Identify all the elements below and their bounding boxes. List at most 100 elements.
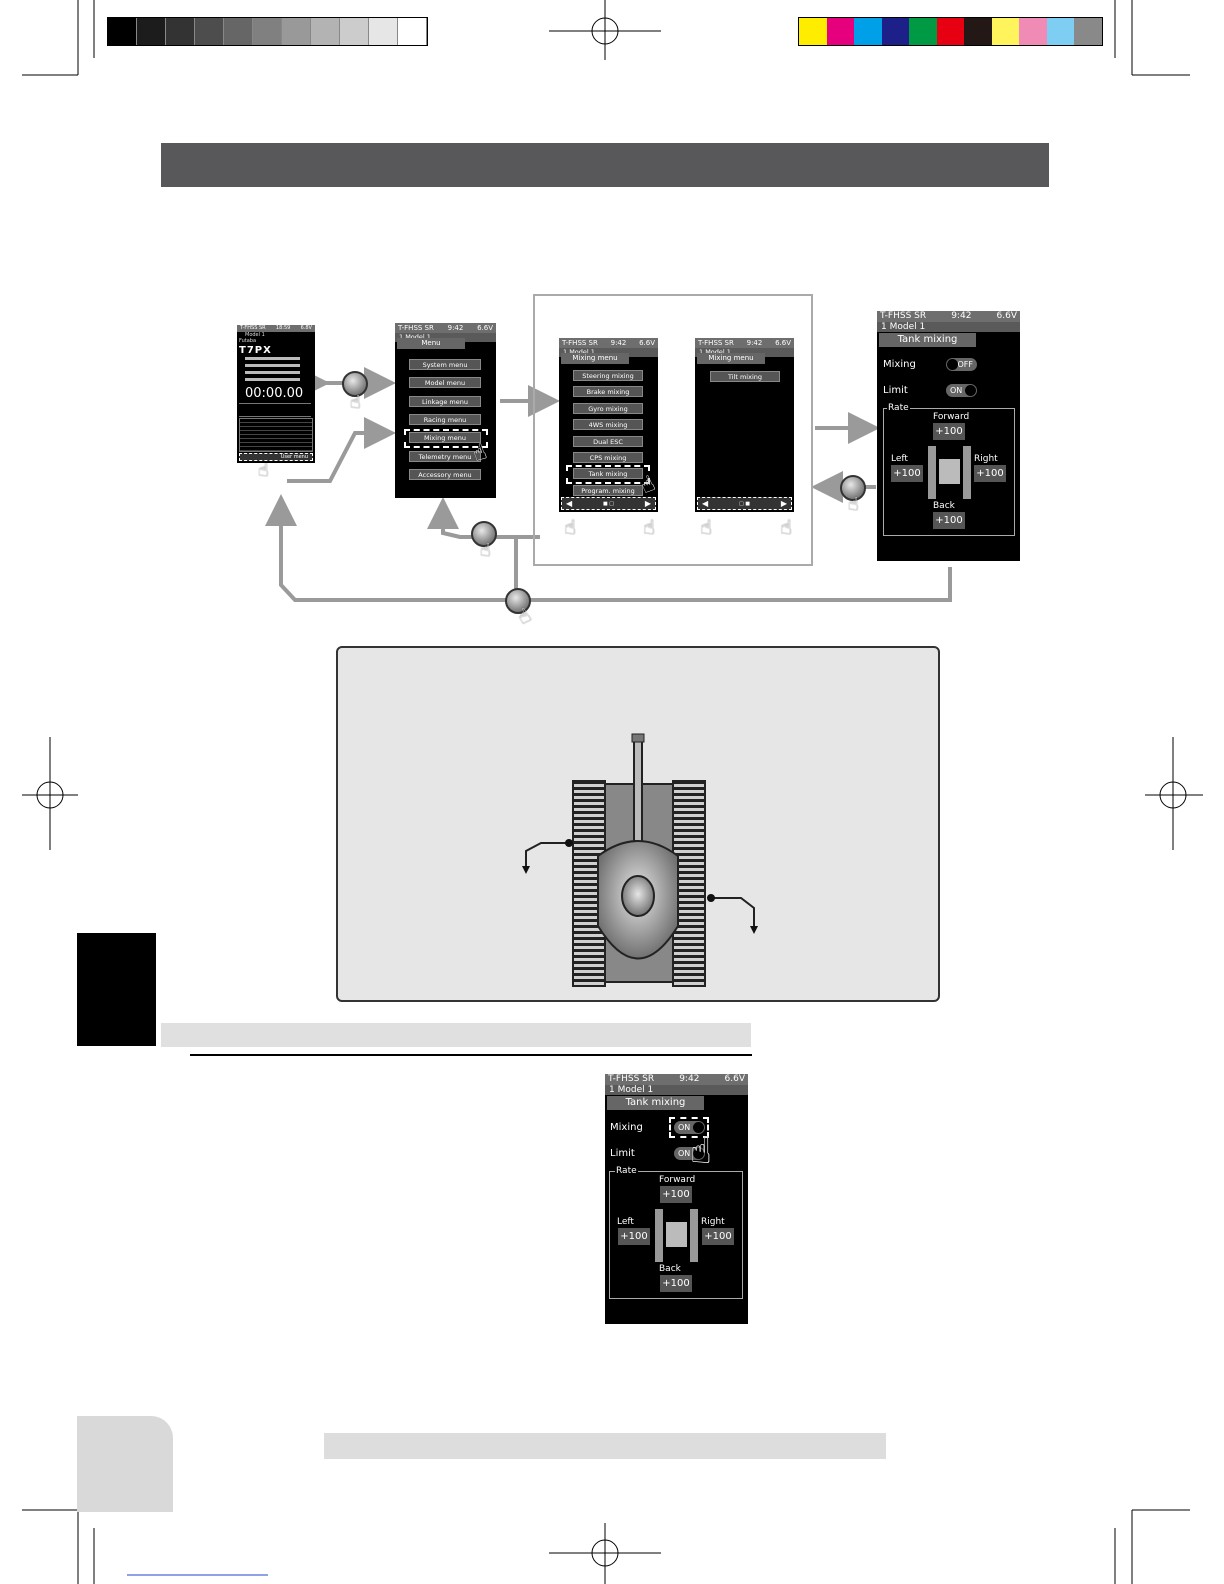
status-bar: T-FHSS SR 9:42 6.6V <box>695 338 794 348</box>
battery-text: 6.6V <box>775 339 791 347</box>
tank-mixing-screen-bottom: T-FHSS SR 9:42 6.6V 1 Model 1 Tank mixin… <box>605 1074 748 1324</box>
menu-item-gyro-mixing[interactable]: Gyro mixing <box>573 402 643 414</box>
screen-title: Tank mixing <box>607 1096 704 1110</box>
selection-highlight <box>566 465 650 484</box>
hand-pointer-icon: ☝ <box>480 540 491 560</box>
hand-pointer-icon: ☝ <box>690 1130 712 1171</box>
menu-item-system-menu[interactable]: System menu <box>409 359 481 370</box>
menu-item-accessory-menu[interactable]: Accessory menu <box>409 468 481 480</box>
limit-toggle-value: ON <box>678 1149 691 1158</box>
protocol-text: T-FHSS SR <box>880 311 927 321</box>
limit-toggle[interactable]: ON <box>946 384 977 397</box>
hand-pointer-icon: ☝ <box>258 460 269 480</box>
mixing-label: Mixing <box>883 359 916 370</box>
menu-item-model-menu[interactable]: Model menu <box>409 377 481 389</box>
limit-toggle[interactable]: ON <box>674 1147 705 1160</box>
menu-item-telemetry-menu[interactable]: Telemetry menu <box>409 450 481 462</box>
rate-group <box>609 1171 743 1299</box>
time-text: 9:42 <box>746 339 763 347</box>
status-bar: T-FHSS SR 9:42 6.6V <box>395 323 496 333</box>
color-calibration-strip <box>798 17 1103 46</box>
gray-swatch <box>137 18 166 45</box>
menu-title: Mixing menu <box>561 353 629 364</box>
rate-label: Rate <box>887 403 910 413</box>
color-swatch <box>854 18 882 45</box>
back-label: Back <box>659 1264 681 1274</box>
next-page-icon[interactable]: ▶ <box>780 499 787 508</box>
menu-item-dual-esc[interactable]: Dual ESC <box>573 435 643 447</box>
right-rate-value[interactable]: +100 <box>702 1228 734 1245</box>
menu-item-program-mixing[interactable]: Program. mixing <box>573 484 643 496</box>
model-bar: 1 Model 1 <box>395 333 496 342</box>
home-screen: T-FHSS SR 18:59 6.8V Model 1 Futaba T7PX… <box>237 325 315 463</box>
color-swatch <box>936 18 964 45</box>
page-nav-bar: ◀ ■ □ ▶ <box>561 497 656 510</box>
right-rate-value[interactable]: +100 <box>974 465 1006 482</box>
time-text: 9:42 <box>679 1074 700 1084</box>
gray-swatch <box>311 18 340 45</box>
page-nav-bar: ◀ □ ■ ▶ <box>697 497 792 510</box>
mixing-toggle[interactable]: OFF <box>946 358 977 371</box>
left-rate-value[interactable]: +100 <box>891 465 923 482</box>
back-rate-value[interactable]: +100 <box>933 512 965 529</box>
hand-pointer-icon: ☝ <box>700 517 713 539</box>
tank-mini-icon <box>655 1209 698 1262</box>
left-rate-value[interactable]: +100 <box>618 1228 650 1245</box>
menu-item-steering-mixing[interactable]: Steering mixing <box>573 370 643 381</box>
menu-item-mixing-menu[interactable]: Mixing menu <box>409 432 481 444</box>
menu-item-tilt-mixing[interactable]: Tilt mixing <box>710 371 780 382</box>
prev-page-icon[interactable]: ◀ <box>702 499 709 508</box>
menu-item-cps-mixing[interactable]: CPS mixing <box>573 452 643 463</box>
menu-title: Menu <box>397 338 465 349</box>
mixing-toggle[interactable]: ON <box>674 1121 705 1134</box>
status-bar: T-FHSS SR 9:42 6.6V <box>877 311 1020 322</box>
limit-label: Limit <box>883 385 908 396</box>
brand-logo: Futaba <box>239 338 257 344</box>
gray-swatch <box>166 18 195 45</box>
menu-item-tank-mixing[interactable]: Tank mixing <box>573 468 643 480</box>
gray-swatch <box>340 18 369 45</box>
color-swatch <box>909 18 937 45</box>
back-rate-value[interactable]: +100 <box>660 1275 692 1292</box>
product-logo: T7PX <box>239 345 272 356</box>
user-menu-button[interactable]: User menu <box>280 454 308 460</box>
jog-dial-icon <box>505 588 531 614</box>
menu-title: Mixing menu <box>697 353 765 364</box>
color-swatch <box>826 18 854 45</box>
color-swatch <box>964 18 992 45</box>
left-label: Left <box>617 1217 634 1227</box>
time-text: 9:42 <box>447 324 464 332</box>
timer-settings <box>239 403 311 417</box>
menu-item-brake-mixing[interactable]: Brake mixing <box>573 386 643 398</box>
menu-item-linkage-menu[interactable]: Linkage menu <box>409 395 481 407</box>
protocol-text: T-FHSS SR <box>698 339 734 347</box>
gray-swatch <box>224 18 253 45</box>
screen-title: Tank mixing <box>879 333 976 347</box>
menu-item-racing-menu[interactable]: Racing menu <box>409 413 481 425</box>
protocol-text: T-FHSS SR <box>240 325 266 331</box>
color-swatch <box>1074 18 1102 45</box>
forward-rate-value[interactable]: +100 <box>933 423 965 440</box>
time-text: 18:59 <box>275 325 291 331</box>
color-swatch <box>881 18 909 45</box>
battery-text: 6.8V <box>300 325 312 331</box>
forward-rate-value[interactable]: +100 <box>660 1186 692 1203</box>
prev-page-icon[interactable]: ◀ <box>566 499 573 508</box>
protocol-text: T-FHSS SR <box>398 324 434 332</box>
home-bottom-bar[interactable]: User menu <box>239 453 313 461</box>
limit-toggle-value: ON <box>950 386 963 395</box>
hand-pointer-icon: ☝ <box>350 392 361 412</box>
menu-item-4ws-mixing[interactable]: 4WS mixing <box>573 419 643 431</box>
color-swatch <box>991 18 1019 45</box>
battery-text: 6.6V <box>724 1074 745 1084</box>
page-indicator-icon: □ ■ <box>738 500 751 507</box>
gray-swatch <box>108 18 137 45</box>
limit-label: Limit <box>610 1148 635 1159</box>
next-page-icon[interactable]: ▶ <box>644 499 651 508</box>
status-bar: T-FHSS SR 9:42 6.6V <box>559 338 658 348</box>
selection-highlight <box>404 429 488 448</box>
hand-pointer-icon: ☝ <box>564 517 577 539</box>
mixing-label: Mixing <box>610 1122 643 1133</box>
color-swatch <box>1019 18 1047 45</box>
hand-pointer-icon: ☝ <box>848 494 859 514</box>
